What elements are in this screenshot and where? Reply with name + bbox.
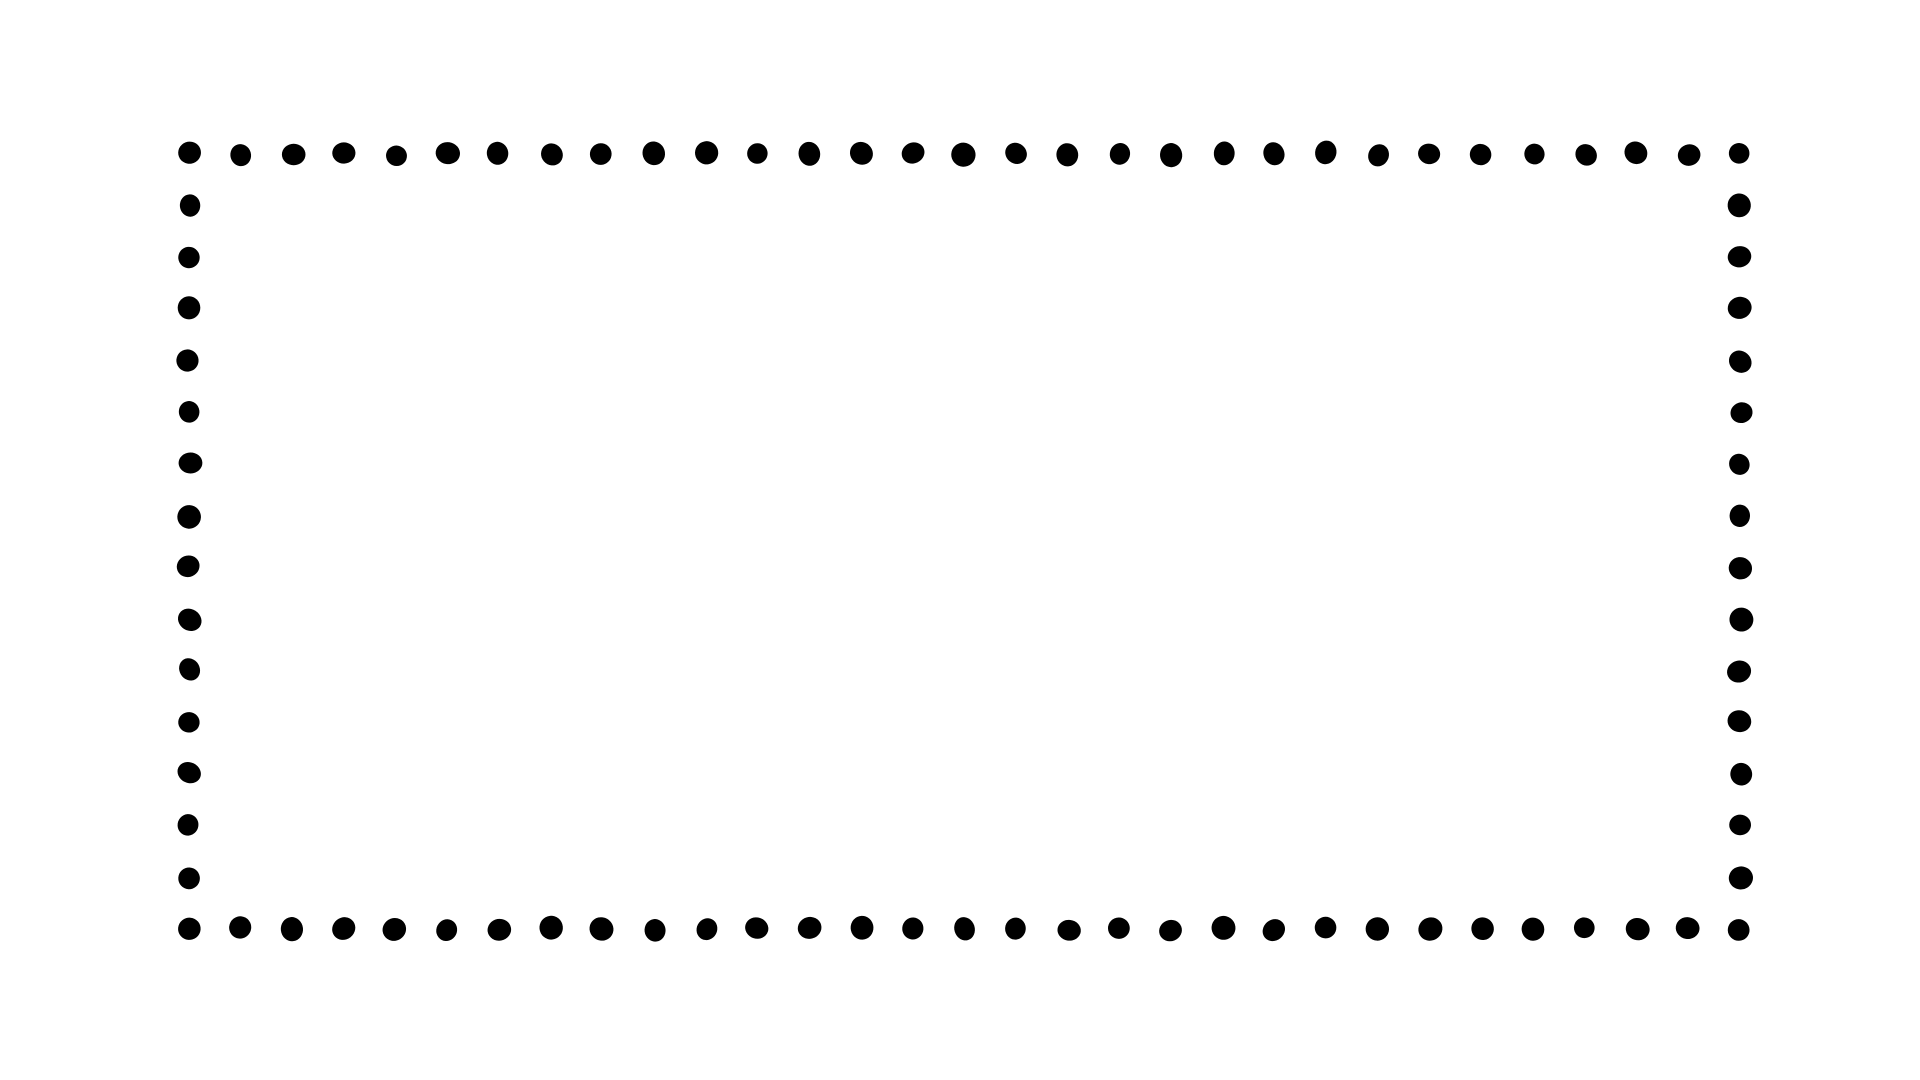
frame-dot-left bbox=[176, 349, 199, 372]
frame-dot-bottom bbox=[1727, 919, 1750, 941]
frame-dot-left bbox=[178, 246, 200, 269]
frame-dot-top bbox=[1624, 141, 1648, 165]
frame-dot-top bbox=[798, 141, 821, 166]
frame-dot-bottom bbox=[1521, 917, 1545, 941]
frame-dot-right bbox=[1729, 504, 1750, 527]
frame-dot-bottom bbox=[1262, 919, 1286, 942]
frame-dot-right bbox=[1727, 246, 1752, 268]
frame-dot-bottom bbox=[797, 916, 822, 939]
frame-dot-right bbox=[1727, 710, 1752, 733]
frame-dot-top bbox=[1315, 140, 1337, 165]
frame-dot-top bbox=[1575, 144, 1597, 166]
dotted-rectangle-frame bbox=[176, 140, 1754, 942]
frame-dot-bottom bbox=[954, 917, 975, 941]
frame-dot-bottom bbox=[332, 917, 356, 940]
frame-dot-top bbox=[1005, 142, 1027, 164]
frame-dot-left bbox=[177, 505, 201, 529]
frame-dot-left bbox=[178, 401, 200, 423]
frame-dot-top bbox=[1263, 142, 1285, 166]
frame-dot-bottom bbox=[1573, 917, 1595, 939]
frame-dot-bottom bbox=[1471, 917, 1494, 941]
frame-dot-top bbox=[695, 141, 719, 165]
frame-dot-left bbox=[177, 814, 199, 836]
frame-dot-right bbox=[1730, 762, 1753, 786]
frame-dot-bottom bbox=[589, 917, 614, 941]
frame-dot-top bbox=[1213, 141, 1235, 166]
frame-dot-top bbox=[1368, 144, 1389, 167]
frame-dot-bottom bbox=[1625, 917, 1650, 941]
frame-dot-bottom bbox=[1314, 916, 1337, 939]
frame-dot-left bbox=[178, 712, 200, 733]
frame-dot-bottom bbox=[487, 918, 512, 941]
frame-dot-top bbox=[1728, 143, 1750, 164]
frame-dot-top bbox=[747, 143, 768, 164]
frame-dot-top bbox=[642, 141, 666, 166]
frame-dot-top bbox=[951, 142, 976, 167]
frame-dot-top bbox=[332, 142, 356, 164]
frame-dot-bottom bbox=[696, 918, 718, 941]
frame-dot-bottom bbox=[745, 917, 769, 939]
frame-dot-right bbox=[1728, 866, 1753, 890]
frame-dot-bottom bbox=[436, 919, 458, 942]
frame-dot-top bbox=[1109, 143, 1131, 165]
frame-dot-top bbox=[1418, 143, 1441, 165]
frame-dot-top bbox=[178, 141, 201, 164]
frame-dot-right bbox=[1730, 402, 1753, 424]
frame-dot-bottom bbox=[902, 917, 924, 940]
frame-dot-bottom bbox=[1107, 917, 1130, 939]
frame-dot-top bbox=[901, 142, 925, 164]
frame-dot-bottom bbox=[280, 917, 304, 942]
frame-dot-right bbox=[1729, 453, 1750, 475]
frame-dot-left bbox=[178, 867, 200, 890]
frame-dot-right bbox=[1727, 296, 1752, 319]
frame-dot-left bbox=[177, 296, 201, 320]
frame-dot-left bbox=[177, 762, 201, 784]
frame-dot-right bbox=[1728, 350, 1752, 373]
frame-dot-top bbox=[1677, 144, 1701, 166]
frame-dot-bottom bbox=[1057, 919, 1081, 941]
frame-dot-top bbox=[1160, 143, 1183, 168]
frame-dot-top bbox=[1524, 143, 1545, 165]
frame-dot-bottom bbox=[850, 915, 874, 940]
frame-dot-bottom bbox=[1418, 917, 1443, 941]
frame-dot-bottom bbox=[1005, 917, 1026, 940]
frame-dot-bottom bbox=[1211, 915, 1236, 940]
frame-dot-top bbox=[589, 143, 612, 165]
frame-dot-bottom bbox=[539, 915, 563, 940]
frame-dot-top bbox=[541, 143, 563, 166]
frame-dot-bottom bbox=[229, 916, 252, 939]
frame-dot-top bbox=[230, 144, 252, 167]
frame-dot-top bbox=[386, 145, 407, 167]
frame-dot-bottom bbox=[644, 919, 666, 942]
frame-dot-top bbox=[1056, 143, 1079, 167]
frame-dot-left bbox=[178, 452, 203, 474]
frame-dot-right bbox=[1727, 660, 1752, 683]
frame-dot-bottom bbox=[178, 917, 201, 940]
frame-dot-bottom bbox=[1675, 917, 1700, 940]
frame-dot-top bbox=[486, 141, 509, 165]
frame-dot-top bbox=[435, 142, 461, 165]
frame-dot-bottom bbox=[382, 917, 407, 941]
frame-dot-left bbox=[177, 608, 202, 632]
frame-dot-right bbox=[1729, 607, 1754, 632]
frame-dot-right bbox=[1727, 193, 1751, 218]
frame-dot-left bbox=[179, 194, 201, 217]
frame-dot-top bbox=[849, 141, 873, 165]
frame-dot-right bbox=[1729, 814, 1752, 836]
frame-dot-bottom bbox=[1365, 917, 1390, 941]
frame-dot-top bbox=[1469, 143, 1492, 166]
frame-dot-bottom bbox=[1159, 919, 1182, 942]
frame-dot-top bbox=[281, 143, 306, 166]
frame-dot-left bbox=[176, 555, 200, 578]
frame-dot-right bbox=[1728, 557, 1753, 580]
frame-dot-left bbox=[179, 658, 201, 681]
